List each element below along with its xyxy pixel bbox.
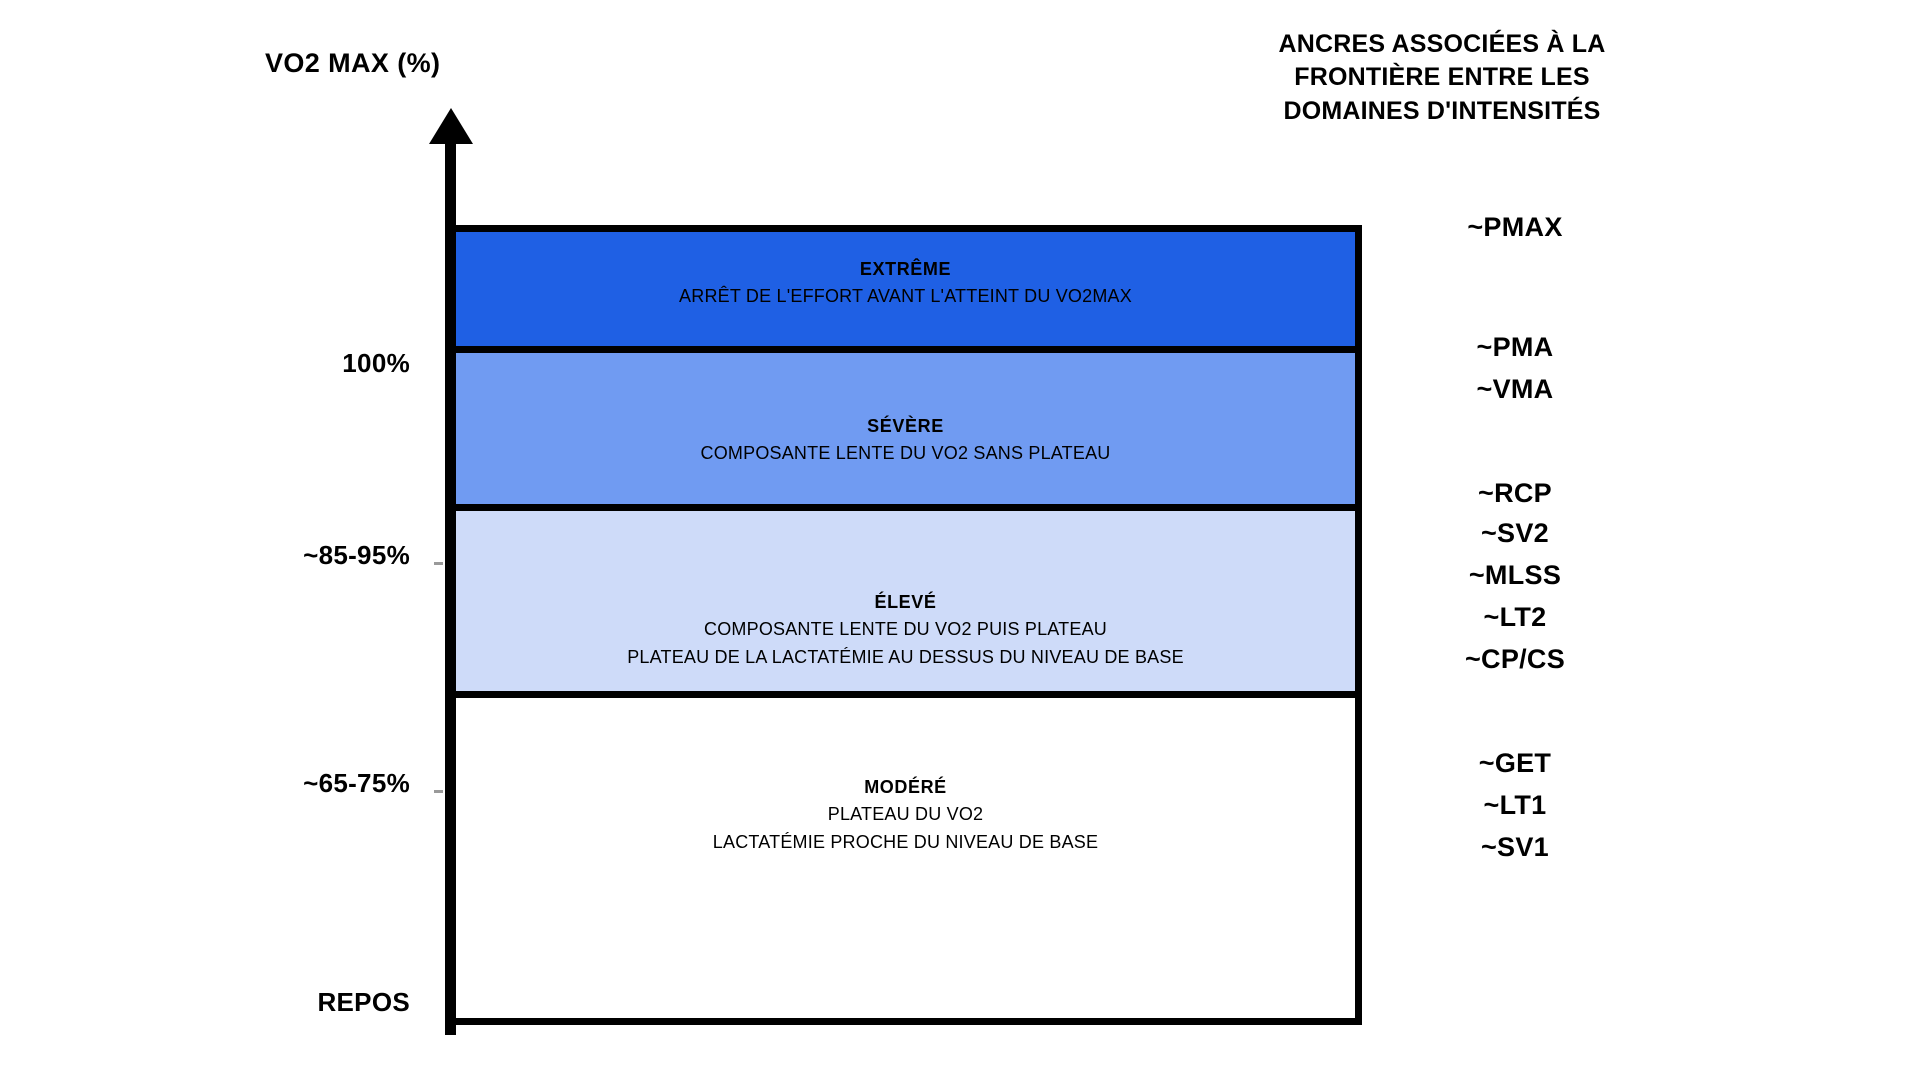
y-axis-label-100: 100%: [120, 348, 410, 379]
zone-title: MODÉRÉ: [864, 777, 947, 798]
anchor-label-cp-cs: ~CP/CS: [1464, 644, 1566, 674]
zone-title: SÉVÈRE: [867, 415, 944, 436]
y-axis-title: VO2 MAX (%): [265, 48, 441, 78]
anchor-label-pmax: ~PMAX: [1467, 212, 1563, 242]
zone-description-line: PLATEAU DU VO2: [827, 804, 984, 825]
y-axis-tick: [434, 562, 443, 565]
anchor-label-lt1: ~LT1: [1483, 790, 1547, 820]
zone-description-line: PLATEAU DE LA LACTATÉMIE AU DESSUS DU NI…: [627, 647, 1184, 668]
y-axis-label-85-95: ~85-95%: [120, 540, 410, 571]
zone-eleve-text: ÉLEVÉ COMPOSANTE LENTE DU VO2 PUIS PLATE…: [456, 511, 1355, 672]
y-axis-label-text: ~85-95%: [303, 540, 410, 570]
y-axis-tick: [434, 790, 443, 793]
anchors-header: ANCRES ASSOCIÉES À LA FRONTIÈRE ENTRE LE…: [1278, 30, 1606, 125]
zone-description-line: ARRÊT DE L'EFFORT AVANT L'ATTEINT DU VO2…: [679, 286, 1132, 306]
y-axis-label-text: ~65-75%: [303, 768, 410, 798]
zone-description-line: LACTATÉMIE PROCHE DU NIVEAU DE BASE: [712, 832, 1099, 853]
anchor-label-lt2: ~LT2: [1483, 602, 1547, 632]
anchor-label-get: ~GET: [1478, 748, 1552, 778]
y-axis-label-text: REPOS: [317, 987, 410, 1017]
y-axis-label-65-75: ~65-75%: [120, 768, 410, 799]
zone-extreme-text: EXTRÊME ARRÊT DE L'EFFORT AVANT L'ATTEIN…: [456, 232, 1355, 311]
anchor-label-vma: ~VMA: [1476, 374, 1554, 404]
zone-title: EXTRÊME: [859, 259, 952, 279]
zone-modere[interactable]: MODÉRÉ PLATEAU DU VO2 LACTATÉMIE PROCHE …: [456, 698, 1355, 1018]
anchor-label-sv2: ~SV2: [1480, 518, 1549, 548]
zone-severe-text: SÉVÈRE COMPOSANTE LENTE DU VO2 SANS PLAT…: [456, 353, 1355, 468]
zone-extreme[interactable]: EXTRÊME ARRÊT DE L'EFFORT AVANT L'ATTEIN…: [456, 232, 1355, 353]
anchor-label-mlss: ~MLSS: [1468, 560, 1562, 590]
anchor-label-rcp: ~RCP: [1478, 478, 1552, 508]
anchor-label-sv1: ~SV1: [1480, 832, 1549, 862]
y-axis-label-text: 100%: [342, 348, 410, 378]
anchor-label-pma: ~PMA: [1476, 332, 1554, 362]
zone-stack: EXTRÊME ARRÊT DE L'EFFORT AVANT L'ATTEIN…: [456, 232, 1355, 1018]
zone-severe[interactable]: SÉVÈRE COMPOSANTE LENTE DU VO2 SANS PLAT…: [456, 352, 1355, 512]
zone-modere-text: MODÉRÉ PLATEAU DU VO2 LACTATÉMIE PROCHE …: [456, 698, 1355, 857]
intensity-domains-chart: EXTRÊME ARRÊT DE L'EFFORT AVANT L'ATTEIN…: [449, 225, 1362, 1025]
zone-title: ÉLEVÉ: [874, 592, 937, 613]
zone-description-line: COMPOSANTE LENTE DU VO2 SANS PLATEAU: [700, 442, 1111, 463]
zone-eleve[interactable]: ÉLEVÉ COMPOSANTE LENTE DU VO2 PUIS PLATE…: [456, 511, 1355, 699]
zone-description-line: COMPOSANTE LENTE DU VO2 PUIS PLATEAU: [704, 619, 1107, 640]
y-axis-label-repos: REPOS: [120, 987, 410, 1018]
